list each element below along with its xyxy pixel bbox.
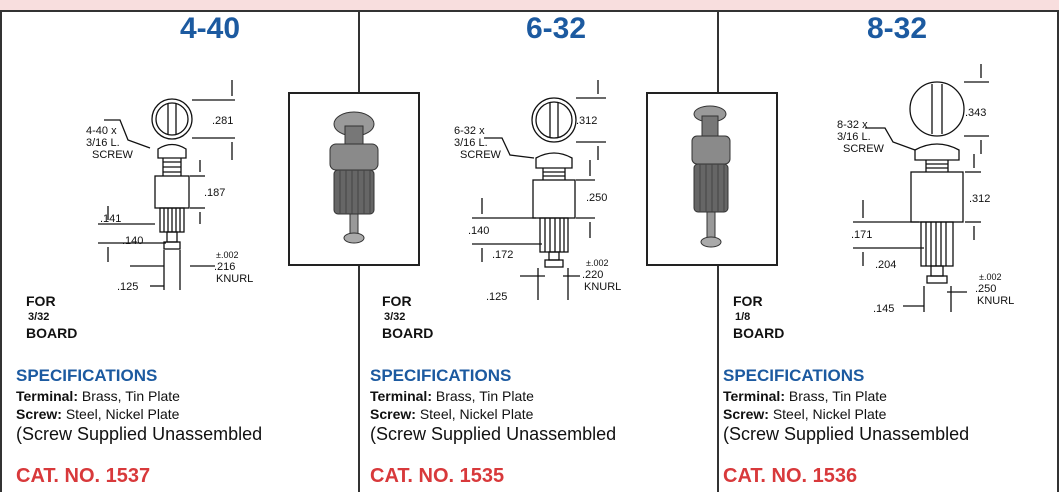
terminal-spec-value: Brass, Tin Plate [435,388,534,404]
assembly-note: (Screw Supplied Unassembled [370,424,617,444]
specifications-heading: SPECIFICATIONS [723,366,865,385]
screw-label-line: 8-32 x [837,119,868,131]
board-label-top: FOR [26,293,56,309]
dimension-label: .187 [204,187,225,199]
screw-spec-value: Steel, Nickel Plate [772,406,887,422]
board-thickness: FOR 1/8 BOARD [733,293,784,341]
product-column-8-32: 8-32 [719,0,1057,492]
specifications-block: SPECIFICATIONS Terminal: Brass, Tin Plat… [16,366,262,445]
catalog-number: CAT. NO. 1536 [723,465,858,487]
screw-spec: Screw: Steel, Nickel Plate [370,406,616,422]
screw-label-line: 4-40 x [86,125,117,137]
dimension-label: ±.002 [586,258,608,268]
terminal-spec-label: Terminal: [723,388,785,404]
screw-spec-label: Screw: [723,406,769,422]
thread-size-heading: 4-40 [179,12,241,45]
specifications-block: SPECIFICATIONS Terminal: Brass, Tin Plat… [370,366,616,445]
dimension-label: .171 [851,229,872,241]
frame-right-border [1057,10,1059,492]
terminal-drawing: 8-32 x 3/16 L. SCREW .343 .312 .171 .204… [837,64,1014,315]
screw-label-line: 3/16 L. [837,131,871,143]
board-label-bottom: BOARD [733,325,785,341]
catalog-number: CAT. NO. 1537 [16,465,151,487]
dimension-label: ±.002 [979,272,1001,282]
dimension-label: .312 [576,115,597,127]
specifications-block: SPECIFICATIONS Terminal: Brass, Tin Plat… [723,366,969,445]
terminal-photo [646,92,778,266]
board-fraction: 3/32 [28,311,50,323]
terminal-side-view-icon [154,143,190,250]
dimension-label: .312 [969,193,990,205]
dimension-label: KNURL [216,273,253,285]
catalog-number: CAT. NO. 1535 [370,465,505,487]
board-fraction: 1/8 [735,311,751,323]
terminal-spec-value: Brass, Tin Plate [81,388,180,404]
terminal-spec-value: Brass, Tin Plate [788,388,887,404]
terminal-spec-label: Terminal: [370,388,432,404]
assembly-note: (Screw Supplied Unassembled [16,424,263,444]
board-label-top: FOR [733,293,763,309]
board-fraction: 3/32 [384,311,406,323]
thread-size-heading: 8-32 [866,12,928,45]
dimension-label: .172 [492,249,513,261]
knurled-terminal-photo-icon [329,111,379,244]
board-thickness: FOR 3/32 BOARD [382,293,433,341]
terminal-spec: Terminal: Brass, Tin Plate [723,388,969,404]
dimension-label: .220 [582,269,603,281]
dimension-label: .250 [586,192,607,204]
screw-head-top-view-icon [909,81,965,137]
dimension-label: KNURL [977,295,1014,307]
screw-spec-value: Steel, Nickel Plate [65,406,180,422]
terminal-drawing: 4-40 x 3/16 L. SCREW .281 .187 .141 .140… [86,80,253,293]
board-label-top: FOR [382,293,412,309]
dimension-label: .141 [100,213,121,225]
screw-spec-label: Screw: [370,406,416,422]
product-column-4-40: 4-40 [0,0,358,492]
terminal-side-view-icon [532,152,576,268]
assembly-note: (Screw Supplied Unassembled [723,424,970,444]
frame-left-border [0,10,2,492]
top-band [0,0,1059,12]
dimension-label: .125 [117,281,138,293]
terminal-photo [288,92,420,266]
dimension-label: KNURL [584,281,621,293]
dimension-label: .343 [965,107,986,119]
terminal-drawing: 6-32 x 3/16 L. SCREW .312 .250 .140 .172… [454,80,621,303]
board-thickness: FOR 3/32 BOARD [26,293,77,341]
dimension-label: .125 [486,291,507,303]
knurled-terminal-photo-icon [691,105,731,248]
dimension-label: ±.002 [216,250,238,260]
product-column-6-32: 6-32 [360,0,717,492]
dimension-label: .140 [468,225,489,237]
screw-spec: Screw: Steel, Nickel Plate [16,406,262,422]
board-label-bottom: BOARD [26,325,78,341]
dimension-label: .204 [875,259,896,271]
dimension-label: .250 [975,283,996,295]
thread-size-heading: 6-32 [525,12,587,45]
screw-head-top-view-icon [151,98,193,140]
dimension-label: .281 [212,115,233,127]
screw-label-line: 3/16 L. [86,137,120,149]
specifications-heading: SPECIFICATIONS [370,366,512,385]
screw-label-line: SCREW [92,149,134,161]
specifications-heading: SPECIFICATIONS [16,366,158,385]
screw-label-line: SCREW [460,149,502,161]
dimension-label: .216 [214,261,235,273]
screw-label-line: SCREW [843,143,885,155]
terminal-spec: Terminal: Brass, Tin Plate [370,388,616,404]
dimension-label: .140 [122,235,143,247]
screw-spec-label: Screw: [16,406,62,422]
terminal-side-view-icon [910,143,964,284]
terminal-spec: Terminal: Brass, Tin Plate [16,388,262,404]
screw-spec-value: Steel, Nickel Plate [419,406,534,422]
dimension-label: .145 [873,303,894,315]
screw-head-top-view-icon [531,97,577,143]
board-label-bottom: BOARD [382,325,434,341]
screw-label-line: 6-32 x [454,125,485,137]
screw-spec: Screw: Steel, Nickel Plate [723,406,969,422]
screw-label-line: 3/16 L. [454,137,488,149]
terminal-spec-label: Terminal: [16,388,78,404]
